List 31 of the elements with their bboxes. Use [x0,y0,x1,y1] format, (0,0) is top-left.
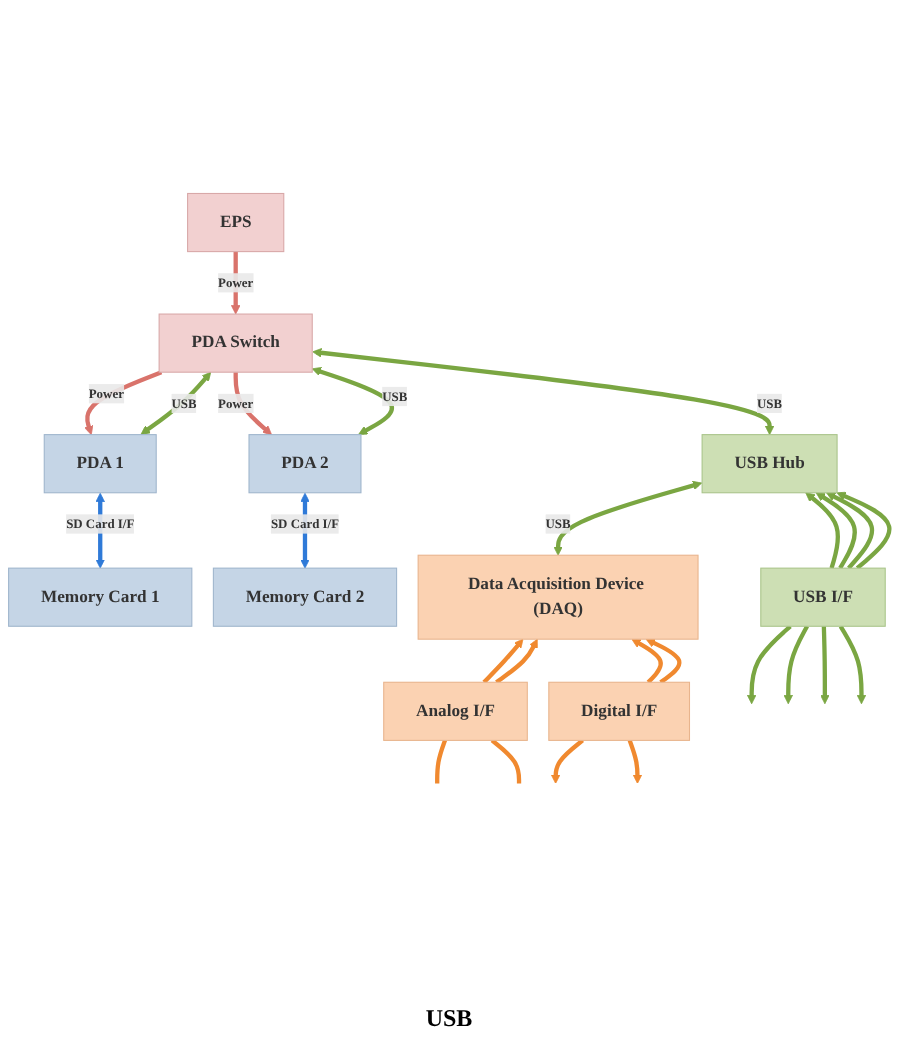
arrow [553,480,703,556]
arrow [482,638,524,684]
arrow [311,367,394,435]
arrow [495,638,538,684]
arrow [820,626,830,705]
arrow [746,624,792,705]
node-label: USB I/F [793,587,853,606]
node-label: Memory Card 1 [40,587,160,606]
arrow [815,492,857,570]
arrow [84,370,163,436]
arrow [783,625,809,705]
arrow [230,251,241,315]
node-label: Digital I/F [581,701,658,720]
node-label: Analog I/F [416,701,495,720]
arrow [826,492,875,570]
arrow [836,491,892,570]
arrow [631,638,663,684]
arrow [312,348,775,436]
arrow [805,492,841,569]
node-label: EPS [219,212,252,232]
node-label: PDA Switch [191,333,280,352]
connector-label: USB [425,1004,473,1032]
node-label: USB Hub [734,454,805,473]
arrow [550,738,584,784]
node-label: PDA 2 [281,454,329,473]
node-label: Data Acquisition Device (DAQ) [467,574,644,619]
node-label: PDA 1 [76,454,124,473]
arrow [645,638,682,684]
arrow [838,625,867,705]
arrow [627,739,643,784]
node-label: Memory Card 2 [245,587,365,606]
